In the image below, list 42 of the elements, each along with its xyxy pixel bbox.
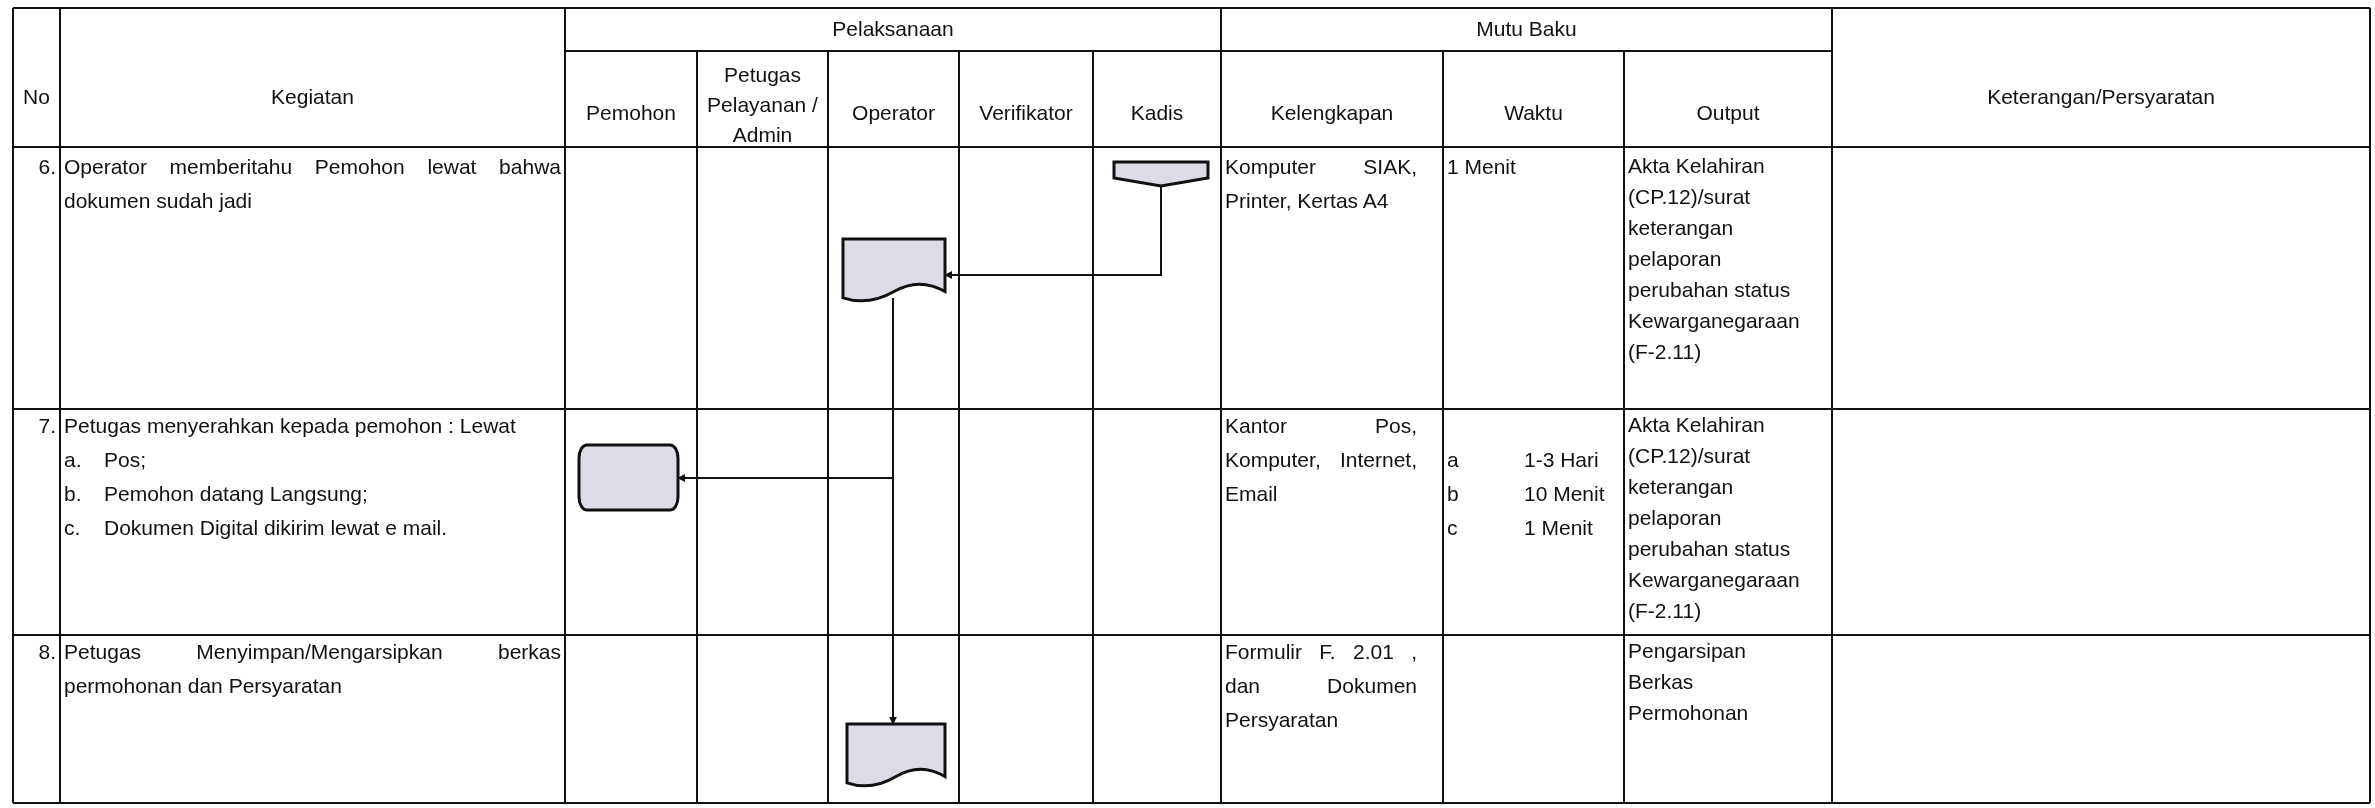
column-header: Waktu: [1503, 100, 1564, 126]
output-text: Pengarsipan Berkas Permohonan: [1627, 638, 1750, 726]
column-header: Output: [1695, 100, 1761, 126]
list-item: Dokumen Digital dikirim lewat e mail.: [103, 515, 449, 541]
list-marker: c: [1446, 515, 1459, 541]
offpage-connector: [1114, 162, 1208, 202]
column-header: Kegiatan: [270, 84, 355, 110]
equipment-text: Kantor Pos, Komputer, Internet, Email: [1224, 413, 1418, 507]
column-header: Kadis: [1129, 100, 1185, 126]
list-marker: b: [1446, 481, 1460, 507]
column-group-header: Pelaksanaan: [831, 16, 955, 42]
list-item: Pemohon datang Langsung;: [103, 481, 369, 507]
list-marker: c.: [63, 515, 82, 541]
column-header: No: [22, 84, 51, 110]
terminator-box: [579, 445, 678, 510]
activity-text: Petugas Menyimpan/Mengarsipkan berkas permohonan dan Persyaratan: [63, 639, 562, 699]
time-text: 1-3 Hari: [1523, 447, 1600, 473]
document-symbol: [843, 239, 945, 302]
column-header: Operator: [851, 100, 936, 126]
time-text: 1 Menit: [1523, 515, 1594, 541]
time-text: 1 Menit: [1446, 154, 1517, 180]
column-header: Kelengkapan: [1269, 100, 1395, 126]
list-marker: a: [1446, 447, 1460, 473]
activity-text: Petugas menyerahkan kepada pemohon : Lewat: [63, 413, 517, 439]
column-header: Petugas Pelayanan / Admin: [706, 62, 819, 148]
equipment-text: Formulir F. 2.01 , dan Dokumen Persyaratan: [1224, 639, 1418, 733]
output-text: Akta Kelahiran (CP.12)/surat keterangan pelaporan perubahan status Kewarganegaraan (F-2.11): [1627, 412, 1801, 624]
row-number: 8.: [37, 639, 57, 665]
column-header: Keterangan/Persyaratan: [1986, 84, 2216, 110]
list-item: Pos;: [103, 447, 148, 473]
equipment-text: Komputer SIAK, Printer, Kertas A4: [1224, 154, 1418, 214]
activity-text: Operator memberitahu Pemohon lewat bahwa dokumen sudah jadi: [63, 154, 562, 214]
column-header: Pemohon: [585, 100, 677, 126]
document-symbol: [847, 724, 945, 787]
row-number: 6.: [37, 154, 57, 180]
time-text: 10 Menit: [1523, 481, 1606, 507]
column-header: Verifikator: [978, 100, 1074, 126]
list-marker: b.: [63, 481, 83, 507]
row-number: 7.: [37, 413, 57, 439]
column-group-header: Mutu Baku: [1475, 16, 1578, 42]
list-marker: a.: [63, 447, 83, 473]
output-text: Akta Kelahiran (CP.12)/surat keterangan pelaporan perubahan status Kewarganegaraan (F-2.11): [1627, 153, 1801, 365]
